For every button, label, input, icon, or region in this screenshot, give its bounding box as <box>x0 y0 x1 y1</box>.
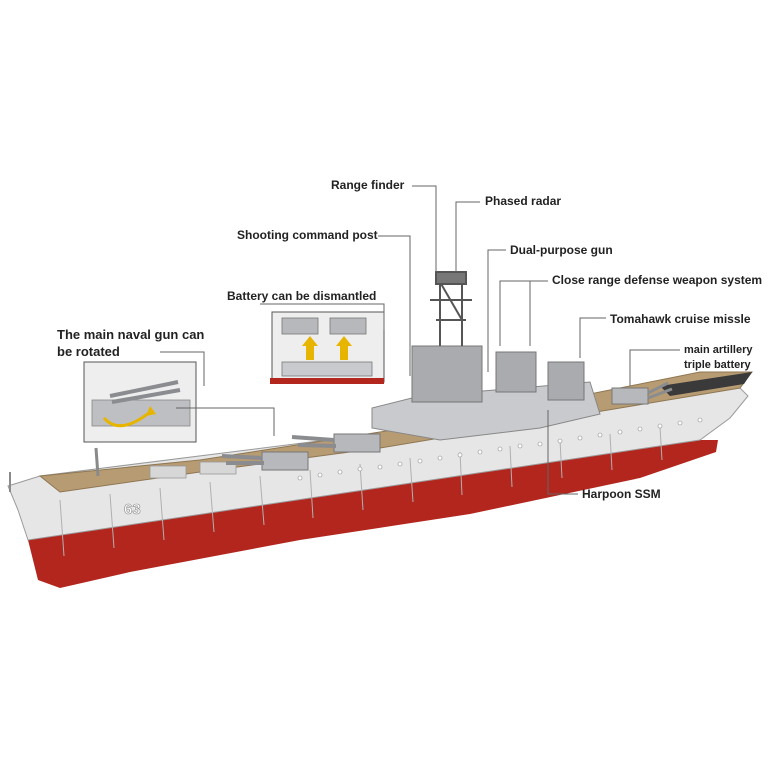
hull-white-section <box>7 387 749 541</box>
inset-battery <box>270 311 385 384</box>
callout-phased-radar: Phased radar <box>485 194 562 208</box>
leader-lines <box>160 185 680 495</box>
hull-number: 63 <box>124 501 141 518</box>
callout-dual-gun: Dual-purpose gun <box>510 243 613 257</box>
bridge-block <box>411 345 483 403</box>
callout-shooting-post: Shooting command post <box>237 228 378 242</box>
hull-plating <box>59 426 663 557</box>
funnel <box>495 351 537 393</box>
callout-range-finder: Range finder <box>331 178 405 192</box>
battleship-model: 63 <box>7 271 753 588</box>
forward-turret-2 <box>291 433 381 453</box>
forward-turret-1 <box>221 451 309 471</box>
rotation-arrow-icon <box>102 410 151 428</box>
inset-rotating-gun <box>83 361 197 443</box>
main-mast <box>430 271 472 346</box>
aft-deck-panels <box>660 372 752 396</box>
callout-battery: Battery can be dismantled <box>227 289 377 303</box>
bow-mast <box>94 447 100 477</box>
hull-rivets <box>297 417 703 481</box>
aft-superstructure <box>547 361 585 401</box>
callout-main-artillery: main artillery triple battery <box>684 344 753 371</box>
hull-red-section <box>28 440 718 588</box>
aft-turret <box>611 381 673 405</box>
callout-harpoon: Harpoon SSM <box>582 487 661 501</box>
lift-arrow-icon <box>302 336 352 360</box>
callout-tomahawk: Tomahawk cruise missle <box>610 312 751 326</box>
callout-main-gun: The main naval gun can be rotated <box>57 327 205 359</box>
callout-close-defense: Close range defense weapon system <box>552 273 763 287</box>
